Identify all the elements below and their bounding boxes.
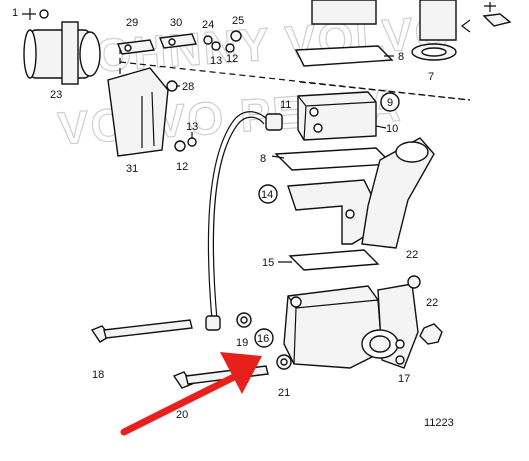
- callout-20: 20: [176, 409, 188, 421]
- callout-24: 24: [202, 19, 214, 31]
- callout-13-mid: 13: [186, 121, 198, 133]
- part-23-cylinder: [23, 21, 101, 85]
- nut-24: [203, 35, 213, 45]
- part-8-gasket-top: [294, 45, 394, 67]
- nut-25: [230, 30, 242, 42]
- ground-cable: [207, 111, 269, 321]
- part-7-ring: [411, 43, 457, 61]
- nut-12-top: [225, 43, 235, 53]
- part-15-gasket: [288, 249, 380, 271]
- callout-7: 7: [428, 71, 434, 83]
- nut-12-mid: [174, 140, 186, 152]
- pointer-arrow-icon: [461, 19, 471, 33]
- part-29-bar: [117, 39, 155, 55]
- washer-21: [276, 354, 292, 370]
- callout-28: 28: [182, 81, 194, 93]
- nut-22-upper: [407, 275, 421, 289]
- callout-12-mid: 12: [176, 161, 188, 173]
- washer-13-mid: [187, 137, 197, 147]
- part-14-housing: [287, 137, 435, 249]
- part-8-gasket-mid: [274, 147, 394, 171]
- callout-11: 11: [280, 99, 291, 111]
- callout-8-top: 8: [398, 51, 404, 63]
- screw-1: [22, 8, 49, 20]
- callout-25: 25: [232, 15, 244, 27]
- drawing-number: 11223: [424, 417, 454, 429]
- callout-9: 9: [387, 97, 393, 109]
- washer-13-top: [211, 41, 221, 51]
- callout-circle-14: [258, 184, 278, 204]
- callout-1: 1: [12, 7, 18, 19]
- callout-23: 23: [50, 89, 62, 101]
- callout-21: 21: [278, 387, 290, 399]
- callout-29: 29: [126, 17, 138, 29]
- callout-12-top: 12: [226, 53, 238, 65]
- callout-30: 30: [170, 17, 182, 29]
- nut-22-lower: [419, 323, 443, 345]
- callout-18: 18: [92, 369, 104, 381]
- callout-19: 19: [236, 337, 248, 349]
- part-elbow-top: [311, 0, 457, 41]
- callout-circle-9: [380, 92, 400, 112]
- cable-terminal-bottom: [205, 315, 221, 331]
- nut-17: [395, 355, 405, 365]
- guide-line: [299, 81, 471, 101]
- callout-14: 14: [261, 189, 273, 201]
- callout-8-mid: 8: [260, 153, 266, 165]
- part-30-bar: [159, 33, 197, 49]
- bolt-18: [90, 319, 193, 343]
- red-arrow-icon: [120, 352, 262, 436]
- callout-13-top: 13: [210, 55, 222, 67]
- callout-31: 31: [126, 163, 138, 175]
- callout-15: 15: [262, 257, 274, 269]
- washer-19: [236, 312, 252, 328]
- callout-16: 16: [257, 333, 269, 345]
- callout-22-upper: 22: [406, 249, 418, 261]
- clip-icon: [482, 2, 512, 27]
- callout-22-lower: 22: [426, 297, 438, 309]
- part-31-bracket: [107, 67, 169, 157]
- part-16-pump-housing: [283, 283, 419, 369]
- callout-10: 10: [386, 123, 398, 135]
- part-10-box: [297, 91, 377, 141]
- callout-circle-16: [254, 328, 274, 348]
- cable-terminal-top: [265, 113, 283, 131]
- nut-28: [166, 80, 178, 92]
- ground-cable-edge: [212, 116, 265, 321]
- callout-17: 17: [398, 373, 410, 385]
